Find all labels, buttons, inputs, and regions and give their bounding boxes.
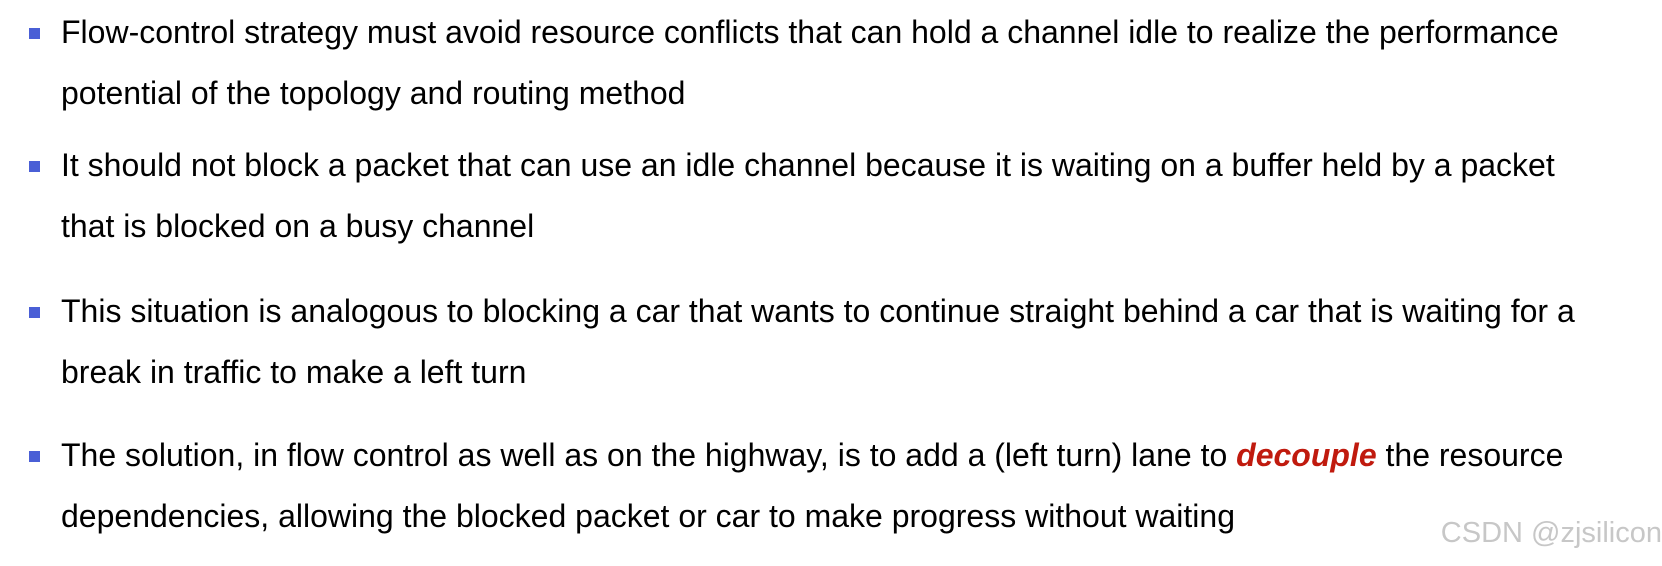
square-bullet-icon: [29, 28, 40, 39]
bullet-line-1-start: The solution, in flow control as well as…: [61, 437, 1237, 473]
bullet-line-2: break in traffic to make a left turn: [61, 354, 527, 390]
bullet-line-1: It should not block a packet that can us…: [61, 147, 1555, 183]
watermark: CSDN @zjsilicon: [1440, 517, 1662, 549]
bullet-line-1: This situation is analogous to blocking …: [61, 293, 1575, 329]
bullet-text: It should not block a packet that can us…: [61, 135, 1662, 257]
bullet-text: This situation is analogous to blocking …: [61, 281, 1662, 403]
bullet-line-1-end: the resource: [1376, 437, 1564, 473]
square-bullet-icon: [29, 451, 40, 462]
bullet-text: The solution, in flow control as well as…: [61, 425, 1662, 547]
square-bullet-icon: [29, 161, 40, 172]
bullet-line-2: dependencies, allowing the blocked packe…: [61, 498, 1235, 534]
bullet-line-1: Flow-control strategy must avoid resourc…: [61, 14, 1559, 50]
bullet-line-2: potential of the topology and routing me…: [61, 75, 686, 111]
emphasis-word: decouple: [1236, 437, 1377, 473]
bullet-text: Flow-control strategy must avoid resourc…: [61, 2, 1662, 124]
square-bullet-icon: [29, 307, 40, 318]
bullet-line-2: that is blocked on a busy channel: [61, 208, 535, 244]
